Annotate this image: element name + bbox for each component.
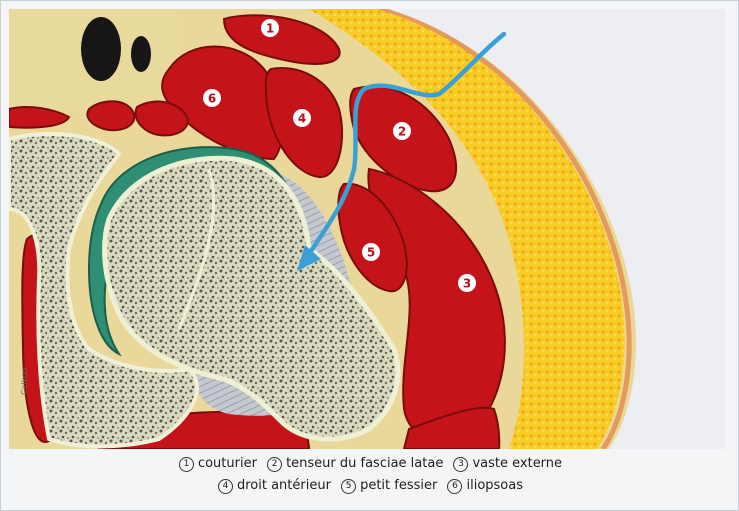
anatomy-illustration: 1 6 4 2 5 3 Celkon: [9, 9, 725, 449]
legend-item-petit-fessier: 5 petit fessier: [341, 478, 437, 493]
marker-4: 4: [293, 109, 311, 127]
marker-5: 5: [362, 243, 380, 261]
legend-label: couturier: [198, 456, 257, 471]
legend-line-2: 4 droit antérieur 5 petit fessier 6 iliopso…: [1, 475, 739, 497]
marker-3: 3: [458, 274, 476, 292]
legend-number: 4: [218, 479, 233, 494]
image-credit: Celkon: [20, 368, 29, 395]
marker-6: 6: [203, 89, 221, 107]
legend-item-tenseur: 2 tenseur du fasciae latae: [267, 456, 443, 471]
marker-2-label: 2: [398, 125, 406, 139]
marker-1: 1: [261, 19, 279, 37]
legend-label: droit antérieur: [237, 478, 331, 493]
marker-4-label: 4: [298, 112, 306, 126]
marker-2: 2: [393, 122, 411, 140]
marker-5-label: 5: [367, 246, 375, 260]
legend-number: 2: [267, 457, 282, 472]
legend-number: 1: [179, 457, 194, 472]
legend-line-1: 1 couturier 2 tenseur du fasciae latae 3 va…: [1, 453, 739, 475]
legend-number: 3: [453, 457, 468, 472]
legend-number: 5: [341, 479, 356, 494]
legend-caption: 1 couturier 2 tenseur du fasciae latae 3 va…: [1, 453, 739, 509]
legend-item-vaste-externe: 3 vaste externe: [453, 456, 562, 471]
marker-3-label: 3: [463, 277, 471, 291]
vessel-small: [131, 36, 151, 72]
legend-label: iliopsoas: [466, 478, 523, 493]
legend-label: vaste externe: [472, 456, 562, 471]
marker-1-label: 1: [266, 22, 274, 36]
legend-item-couturier: 1 couturier: [179, 456, 257, 471]
legend-item-droit-anterieur: 4 droit antérieur: [218, 478, 331, 493]
muscle-small-1: [87, 101, 134, 130]
vessel-large: [81, 17, 121, 81]
legend-label: tenseur du fasciae latae: [286, 456, 443, 471]
hip-cross-section-svg: 1 6 4 2 5 3: [9, 9, 725, 449]
legend-label: petit fessier: [360, 478, 437, 493]
legend-number: 6: [447, 479, 462, 494]
marker-6-label: 6: [208, 92, 216, 106]
legend-item-iliopsoas: 6 iliopsoas: [447, 478, 523, 493]
